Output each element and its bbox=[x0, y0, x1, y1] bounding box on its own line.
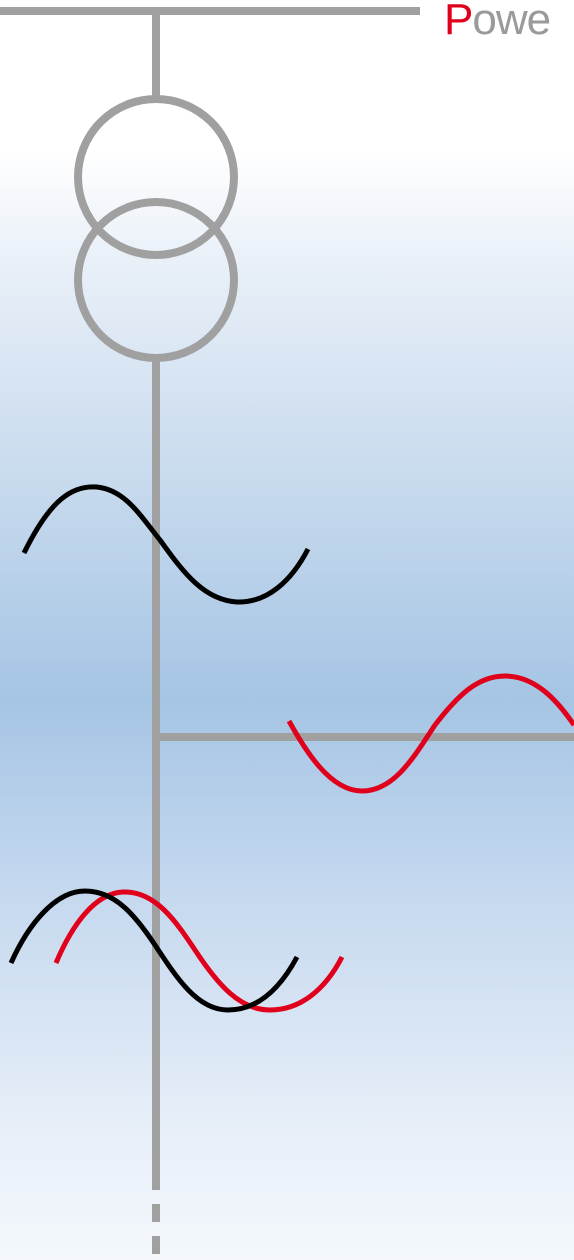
sine-wave-icon bbox=[21, 484, 311, 605]
transformer-secondary-winding bbox=[74, 198, 238, 362]
title-first-letter: P bbox=[444, 0, 473, 44]
title-text: Powe bbox=[444, 0, 551, 46]
transformer-symbol-icon bbox=[74, 95, 238, 362]
sine-wave-icon-branch bbox=[286, 673, 574, 794]
title-rest: owe bbox=[472, 0, 551, 44]
sine-wave-icon-lower-black bbox=[8, 888, 300, 1013]
transformer-primary-winding bbox=[74, 95, 238, 259]
sine-wave-icon-lower-red bbox=[53, 889, 345, 1013]
